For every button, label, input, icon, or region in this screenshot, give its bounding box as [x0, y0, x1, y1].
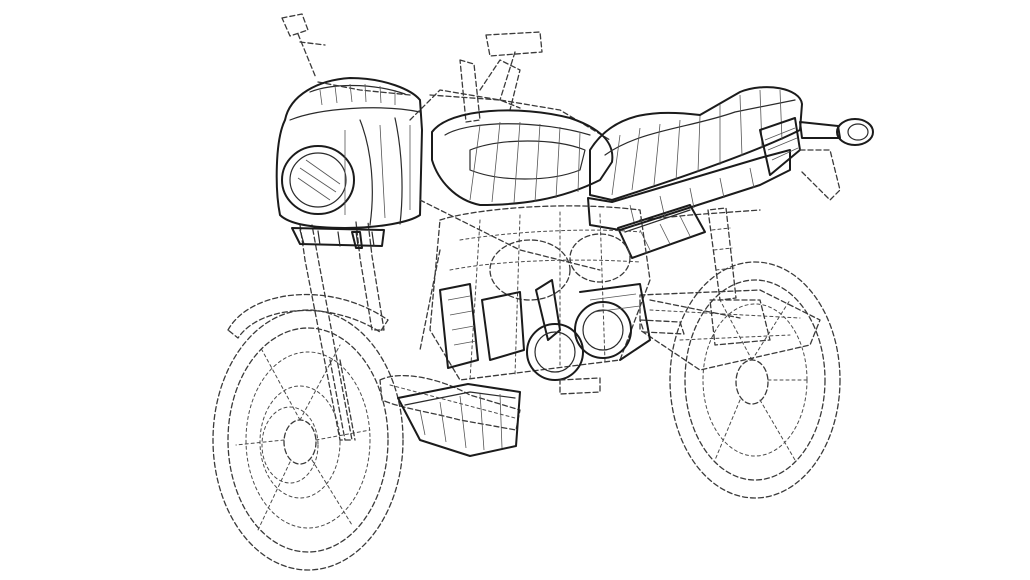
rear-wheel — [669, 261, 841, 499]
mirror-left — [281, 13, 326, 79]
front-forks — [299, 221, 385, 441]
front-wheel — [212, 309, 404, 571]
seat — [587, 86, 803, 231]
engine — [429, 205, 651, 381]
rear-shock — [707, 207, 737, 301]
front-fender — [227, 293, 389, 339]
tail-light — [799, 118, 874, 146]
belly-pan — [397, 383, 521, 457]
footpegs — [559, 319, 685, 395]
side-cover — [617, 204, 706, 259]
exhaust — [379, 299, 741, 431]
fuel-tank — [431, 109, 614, 206]
mirror-right — [485, 31, 543, 101]
headlight-fairing — [275, 77, 423, 229]
handlebars — [317, 59, 521, 123]
engine-covers — [439, 279, 651, 381]
swingarm — [639, 289, 821, 371]
fork-clamp — [291, 227, 385, 249]
rear-bracket — [759, 117, 841, 201]
